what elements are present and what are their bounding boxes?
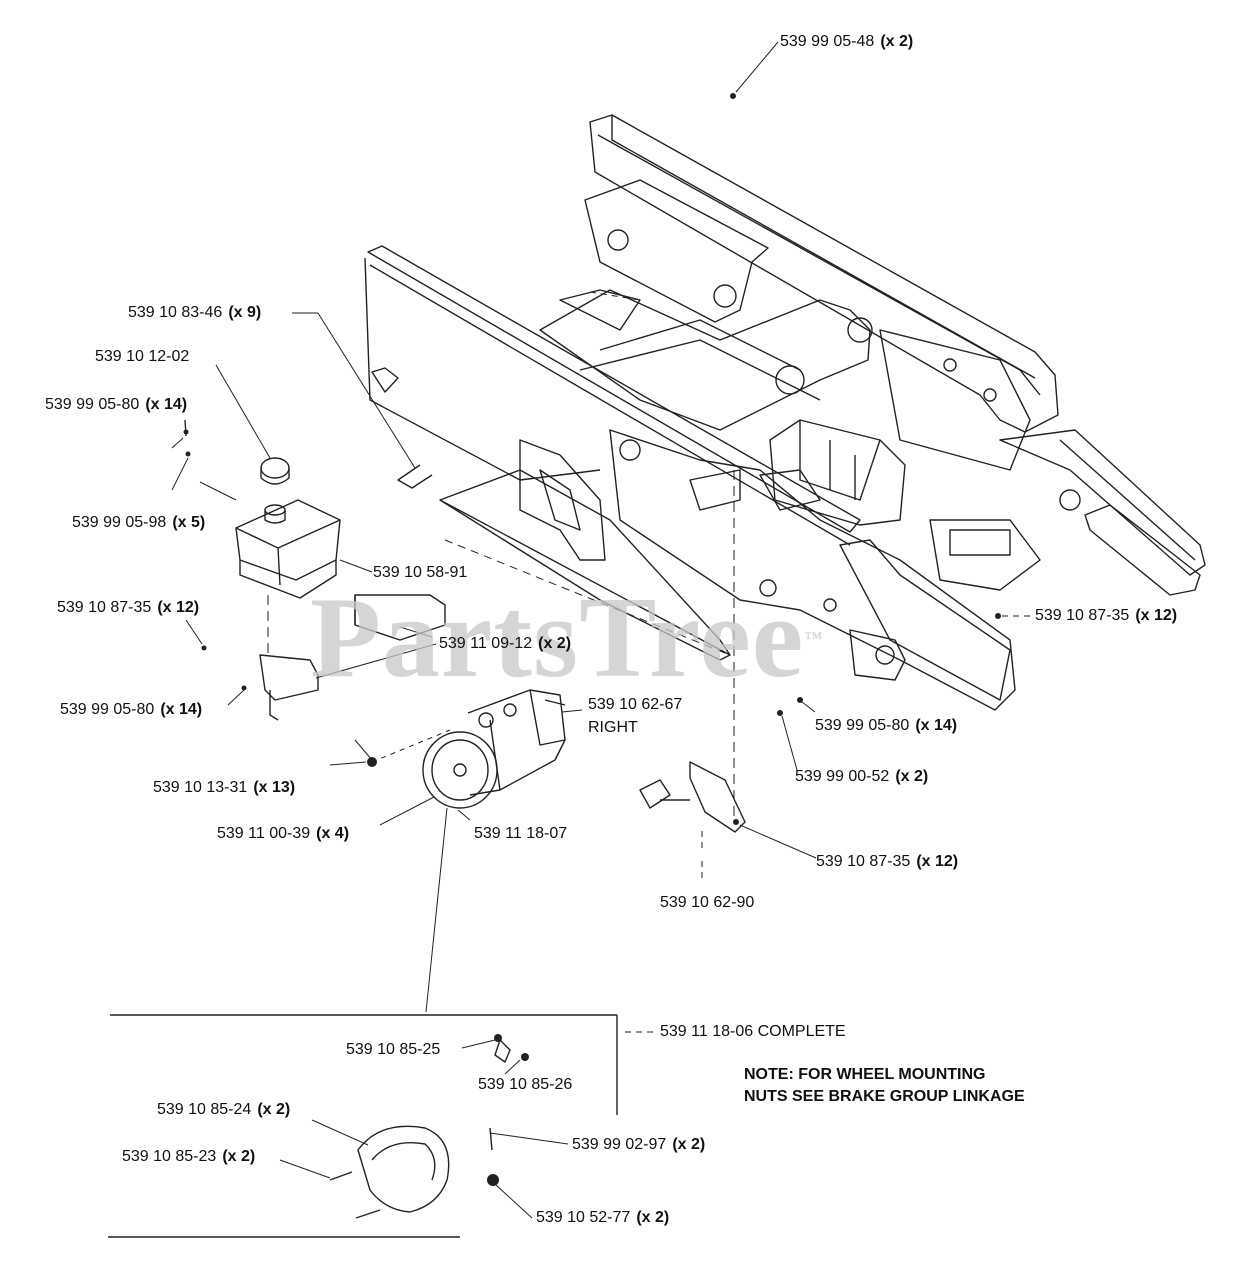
- hardware-points: [183, 93, 1001, 1186]
- callout-539-99-05-98[interactable]: 539 99 05-98 (x 5): [72, 513, 205, 533]
- part-quantity: (x 2): [636, 1209, 670, 1226]
- part-quantity: (x 12): [1135, 607, 1178, 624]
- brake-linkage: [639, 761, 746, 833]
- callout-539-10-87-35-a[interactable]: 539 10 87-35 (x 12): [57, 598, 199, 618]
- hydraulic-motor: [422, 689, 566, 809]
- callout-539-99-05-48[interactable]: 539 99 05-48 (x 2): [780, 32, 913, 52]
- part-number: 539 11 09-12: [439, 635, 533, 652]
- callout-539-11-09-12[interactable]: 539 11 09-12 (x 2): [439, 634, 571, 654]
- leader-lines: [171, 41, 1030, 1219]
- part-number: 539 10 87-35: [1035, 607, 1130, 624]
- part-quantity: (x 13): [253, 779, 296, 796]
- callout-539-10-12-02[interactable]: 539 10 12-02: [95, 347, 189, 367]
- callout-539-10-62-90[interactable]: 539 10 62-90: [660, 893, 754, 913]
- callout-539-10-87-35-c[interactable]: 539 10 87-35 (x 12): [816, 852, 958, 872]
- part-quantity: (x 2): [538, 635, 572, 652]
- note-line-1: NOTE: FOR WHEEL MOUNTING: [744, 1066, 986, 1083]
- part-quantity: (x 4): [316, 825, 350, 842]
- callout-539-11-00-39[interactable]: 539 11 00-39 (x 4): [217, 824, 349, 844]
- part-quantity: (x 12): [157, 599, 200, 616]
- part-number: 539 10 85-26: [478, 1076, 573, 1093]
- part-number: 539 10 83-46: [128, 304, 223, 321]
- part-number: 539 10 12-02: [95, 348, 190, 365]
- part-quantity: (x 2): [672, 1136, 706, 1153]
- part-number: 539 99 05-98: [72, 514, 167, 531]
- callout-539-10-83-46[interactable]: 539 10 83-46 (x 9): [128, 303, 261, 323]
- part-number: 539 99 02-97: [572, 1136, 667, 1153]
- part-number: 539 10 13-31: [153, 779, 248, 796]
- part-number: 539 10 62-90: [660, 894, 755, 911]
- part-quantity: (x 14): [160, 701, 203, 718]
- partstree-watermark: PartsTree™: [310, 578, 823, 698]
- part-quantity: (x 5): [172, 514, 206, 531]
- callout-539-10-62-67[interactable]: 539 10 62-67: [588, 695, 682, 715]
- callout-539-10-58-91[interactable]: 539 10 58-91: [373, 563, 467, 583]
- callout-539-10-85-24[interactable]: 539 10 85-24 (x 2): [157, 1100, 290, 1120]
- part-quantity: (x 2): [880, 33, 914, 50]
- part-number: 539 10 87-35: [816, 853, 911, 870]
- part-quantity: (x 9): [228, 304, 262, 321]
- callout-539-10-52-77[interactable]: 539 10 52-77 (x 2): [536, 1208, 669, 1228]
- part-number: 539 10 58-91: [373, 564, 468, 581]
- frame-assembly: [364, 114, 1206, 711]
- part-number: 539 10 52-77: [536, 1209, 631, 1226]
- callout-539-99-05-80-b[interactable]: 539 99 05-80 (x 14): [60, 700, 202, 720]
- part-number: 539 10 62-67: [588, 696, 683, 713]
- trademark-symbol: ™: [804, 628, 824, 648]
- callout-539-10-85-23[interactable]: 539 10 85-23 (x 2): [122, 1147, 255, 1167]
- side-label: RIGHT: [588, 719, 638, 736]
- part-number: 539 10 85-23: [122, 1148, 217, 1165]
- part-number: 539 99 05-80: [45, 396, 140, 413]
- wheel-mounting-note: NOTE: FOR WHEEL MOUNTING NUTS SEE BRAKE …: [744, 1064, 1025, 1108]
- callout-539-99-05-80-c[interactable]: 539 99 05-80 (x 14): [815, 716, 957, 736]
- callout-539-99-00-52[interactable]: 539 99 00-52 (x 2): [795, 767, 928, 787]
- part-quantity: (x 14): [145, 396, 188, 413]
- part-quantity: (x 14): [915, 717, 958, 734]
- part-number: 539 99 05-48: [780, 33, 875, 50]
- part-number: 539 10 85-24: [157, 1101, 252, 1118]
- part-number: 539 11 00-39: [217, 825, 311, 842]
- brake-subassembly: [108, 1014, 618, 1238]
- part-quantity: (x 2): [257, 1101, 291, 1118]
- callout-right-label: RIGHT: [588, 718, 638, 738]
- part-number: 539 10 85-25: [346, 1041, 441, 1058]
- part-number: 539 99 05-80: [815, 717, 910, 734]
- callout-539-10-87-35-b[interactable]: 539 10 87-35 (x 12): [1035, 606, 1177, 626]
- note-line-2: NUTS SEE BRAKE GROUP LINKAGE: [744, 1088, 1025, 1105]
- callout-539-99-02-97[interactable]: 539 99 02-97 (x 2): [572, 1135, 705, 1155]
- watermark-text: PartsTree: [310, 574, 805, 702]
- hitch-bracket: [259, 594, 446, 721]
- part-number: 539 99 00-52: [795, 768, 890, 785]
- part-quantity: (x 2): [222, 1148, 256, 1165]
- part-number: 539 10 87-35: [57, 599, 152, 616]
- part-number: 539 99 05-80: [60, 701, 155, 718]
- callout-539-99-05-80-a[interactable]: 539 99 05-80 (x 14): [45, 395, 187, 415]
- part-quantity: (x 12): [916, 853, 959, 870]
- fuel-tank-assembly: [235, 457, 341, 599]
- part-quantity: (x 2): [895, 768, 929, 785]
- callout-539-10-85-26[interactable]: 539 10 85-26: [478, 1075, 572, 1095]
- part-number: 539 11 18-07: [474, 825, 568, 842]
- callout-539-11-18-06-complete[interactable]: 539 11 18-06 COMPLETE: [660, 1022, 846, 1042]
- part-number: 539 11 18-06 COMPLETE: [660, 1023, 846, 1040]
- callout-539-10-13-31[interactable]: 539 10 13-31 (x 13): [153, 778, 295, 798]
- callout-539-10-85-25[interactable]: 539 10 85-25: [346, 1040, 440, 1060]
- callout-539-11-18-07[interactable]: 539 11 18-07: [474, 824, 567, 844]
